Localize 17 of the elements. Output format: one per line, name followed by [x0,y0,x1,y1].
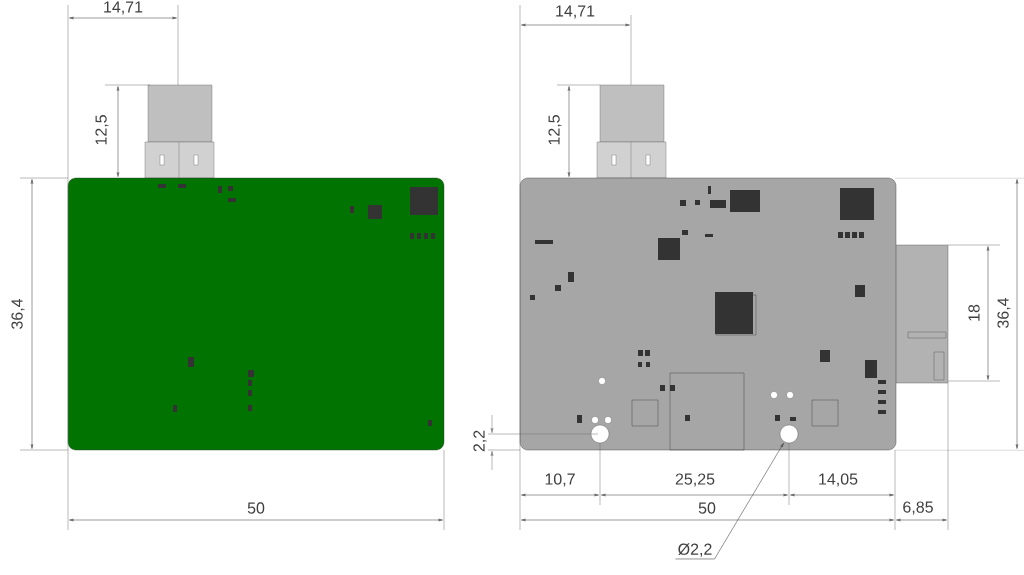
dimension-label: 50 [698,502,716,514]
dimension-label: 14,71 [104,1,143,15]
dimension-label: 14,71 [556,5,595,19]
dimension-label: 12,5 [548,115,562,145]
dimension-label: 14,05 [819,473,858,487]
dimension-label: 36,4 [997,297,1011,328]
dimension-label: 25,25 [675,473,715,487]
dimension-label: 10,7 [545,473,575,487]
dimension-label: 18 [968,304,980,321]
dimension-label: 6,85 [903,501,933,515]
dimension-label: 12,5 [95,115,109,145]
dimension-label: Ø2,2 [678,543,712,557]
dimension-label: 36,4 [11,298,25,329]
dimension-label: 2,2 [473,430,487,452]
mounting-hole [779,424,799,444]
leader-line [675,442,784,560]
dimension-label: 50 [247,502,265,514]
